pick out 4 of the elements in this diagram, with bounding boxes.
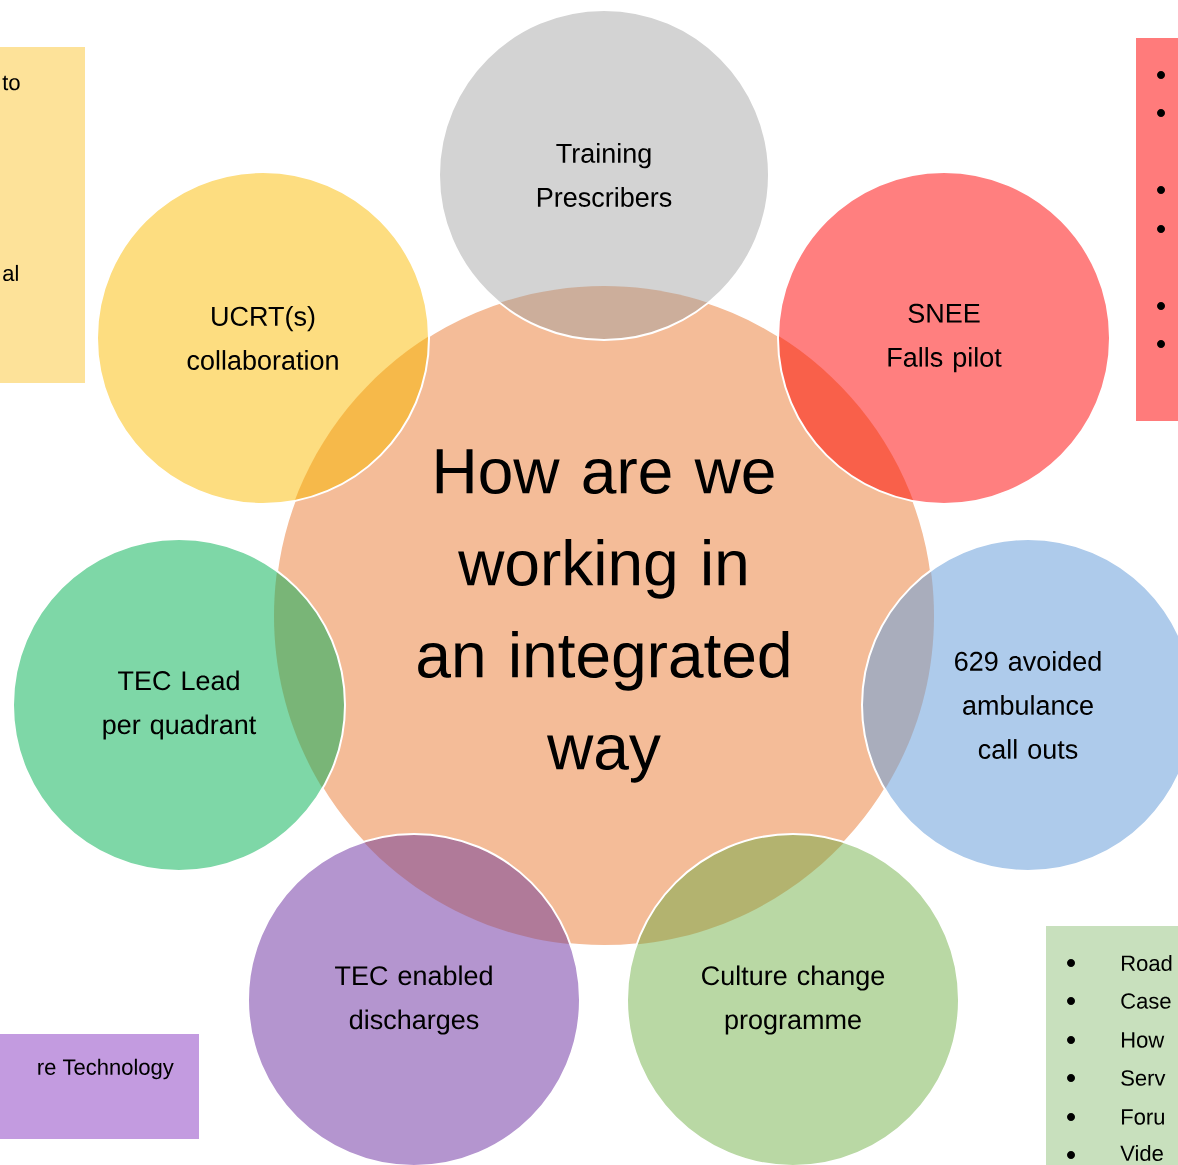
text-panel: Road Case How Serv Foru Vide [1046,926,1178,1165]
panel [1136,38,1178,421]
text-panel: to al [0,47,85,383]
text-panel: re Technology [0,1034,199,1139]
